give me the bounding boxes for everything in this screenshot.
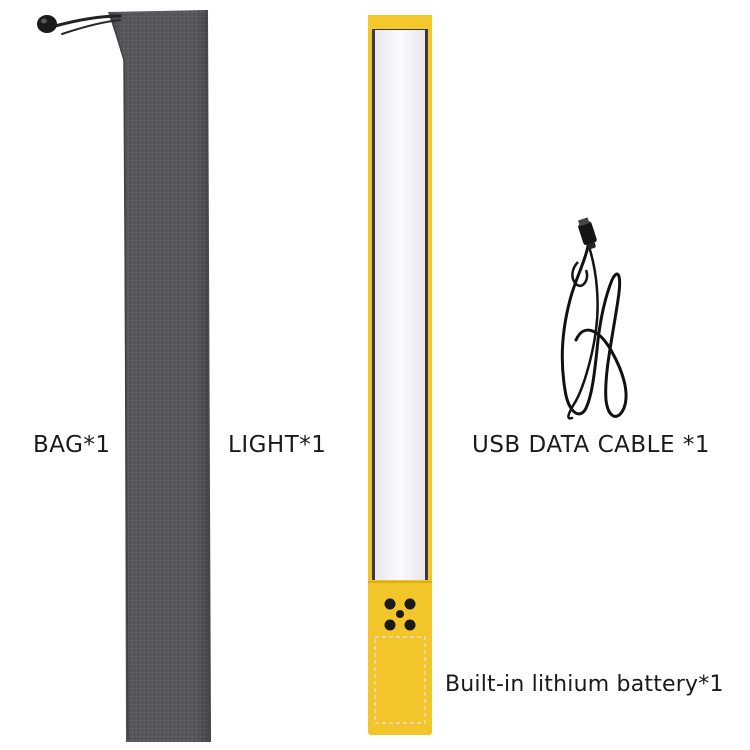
light-wand <box>368 15 432 735</box>
control-buttons-icon <box>384 598 416 631</box>
usb-plug-icon <box>578 217 597 250</box>
usb-cable-label: USB DATA CABLE *1 <box>472 432 710 458</box>
light-label: LIGHT*1 <box>228 432 327 458</box>
drawstring-icon <box>37 14 122 35</box>
storage-bag <box>108 10 211 742</box>
battery-compartment <box>374 636 426 724</box>
usb-cable <box>560 244 628 420</box>
bag-label: BAG*1 <box>33 432 111 458</box>
battery-label: Built-in lithium battery*1 <box>445 672 724 697</box>
